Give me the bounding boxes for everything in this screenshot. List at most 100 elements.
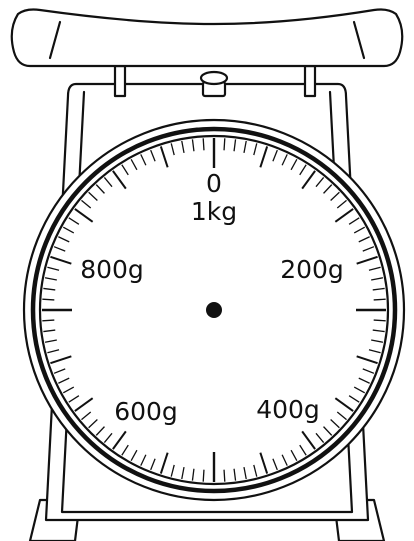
pan-rim-right (352, 20, 366, 60)
dial-bezel (30, 126, 398, 494)
dial-tick (121, 164, 129, 176)
dial-tick (68, 217, 80, 225)
dial-tick (371, 339, 384, 343)
dial-tick (181, 140, 185, 153)
dial-tick (74, 397, 94, 412)
dial-tick (373, 298, 386, 301)
dial-tick (299, 164, 307, 176)
dial-tick (140, 154, 147, 166)
dial-tick (50, 355, 72, 365)
weighing-pan (10, 8, 404, 68)
dial-label-1kg: 1kg (191, 197, 237, 226)
dial-tick (112, 170, 127, 190)
dial-tick (301, 170, 316, 190)
left-post (113, 64, 127, 98)
dial-tick (336, 199, 347, 209)
dial-tick (330, 419, 340, 429)
dial-tick (47, 266, 60, 271)
dial-tick (50, 255, 72, 265)
dial-center-pivot (206, 302, 222, 318)
dial-tick (103, 177, 113, 188)
dial-tick (42, 298, 55, 301)
dial-tick (202, 469, 205, 482)
dial-tick (362, 246, 375, 252)
dial-tick (88, 191, 98, 201)
dial-tick (170, 464, 175, 477)
dial-tick (356, 255, 378, 265)
dial-tick (159, 146, 169, 168)
dial-tick (58, 236, 70, 243)
dial-tick (181, 467, 185, 480)
dial-tick (103, 432, 113, 443)
dial-tick (315, 432, 325, 443)
dial-tick (150, 149, 156, 162)
dial-tick (53, 368, 66, 374)
dial-tick (259, 146, 269, 168)
dial-tick (368, 266, 381, 271)
dial-ticks (42, 138, 386, 482)
dial-tick (358, 377, 370, 384)
dial-tick (43, 287, 56, 291)
dial-tick (121, 444, 129, 456)
dial-tick (373, 319, 386, 322)
dial-tick (371, 277, 384, 281)
dial-tick (62, 226, 75, 234)
dial-tick (62, 386, 75, 394)
dial-tick (47, 349, 60, 354)
dial-tick (336, 411, 347, 421)
dial-tick (281, 454, 288, 466)
dial-tick (368, 349, 381, 354)
dial-tick (81, 199, 92, 209)
dial-tick (130, 449, 138, 462)
dial-tick (299, 444, 307, 456)
dial-tick (58, 377, 70, 384)
dial-tick (272, 458, 278, 471)
dial-tick (42, 319, 55, 322)
dial-tick (233, 139, 237, 152)
dial-tick (44, 277, 57, 281)
dial-label-600g: 600g (114, 397, 178, 426)
dial-tick (330, 191, 340, 201)
dial-label-zero: 0 (206, 169, 222, 198)
dial-tick (353, 226, 366, 234)
dial-tick (191, 468, 195, 481)
dial-tick (372, 287, 385, 291)
dial-tick (348, 395, 360, 403)
dial-tick (243, 467, 247, 480)
dial-tick (372, 329, 385, 333)
dial-tick (323, 184, 333, 194)
dial-tick (159, 452, 169, 474)
dial-tick (140, 454, 147, 466)
knob (199, 70, 229, 86)
dial-tick (301, 430, 316, 450)
dial-tick (358, 236, 370, 243)
dial-tick (348, 217, 360, 225)
dial-tick (88, 419, 98, 429)
dial-tick (323, 426, 333, 436)
dial-tick (130, 158, 138, 171)
dial-tick (315, 177, 325, 188)
dial-tick (81, 411, 92, 421)
dial-tick (191, 139, 195, 152)
dial-tick (259, 452, 269, 474)
dial-tick (44, 339, 57, 343)
dial-tick (95, 184, 105, 194)
dial-tick (334, 208, 354, 223)
dial-tick (53, 246, 66, 252)
dial-tick (170, 143, 175, 156)
dial-tick (281, 154, 288, 166)
dial-tick (233, 468, 237, 481)
right-post (303, 64, 317, 98)
pan-rim-left (48, 20, 62, 60)
dial-tick (202, 138, 205, 151)
dial-tick (362, 368, 375, 374)
dial-tick (290, 158, 298, 171)
dial-tick (74, 208, 94, 223)
dial-tick (68, 395, 80, 403)
dial-label-200g: 200g (280, 255, 344, 284)
dial-tick (272, 149, 278, 162)
dial-tick (243, 140, 247, 153)
dial-tick (290, 449, 298, 462)
